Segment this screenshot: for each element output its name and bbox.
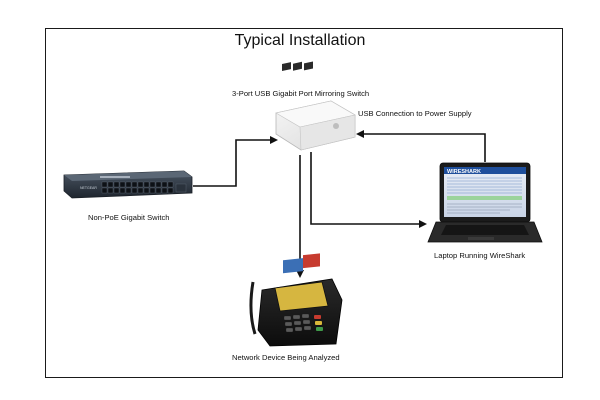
mirror-to-laptop-arrow [310,152,427,228]
network-switch-brand: NETGEAR [80,186,97,190]
pos-device-label: Network Device Being Analyzed [232,353,340,362]
stylus-icon [249,281,257,335]
network-switch-image: NETGEAR [63,170,193,199]
ethernet-port-icon [293,61,302,71]
usb-power-arrow [356,130,486,162]
laptop-label: Laptop Running WireShark [434,251,526,260]
ethernet-port-icon [304,61,313,71]
wireshark-logo: WIRESHARK [447,169,481,175]
laptop-image: WIRESHARK [427,162,543,243]
mirror-switch-image [275,61,356,151]
network-switch-label: Non-PoE Gigabit Switch [88,213,170,222]
ethernet-port-icon [282,62,291,72]
switch-to-mirror-arrow [193,136,278,187]
pos-device-image [249,253,343,347]
usb-power-label: USB Connection to Power Supply [358,109,472,118]
connections [193,130,486,278]
mirror-switch-label: 3-Port USB Gigabit Port Mirroring Switch [232,89,370,98]
diagram-title: Typical Installation [234,32,366,49]
